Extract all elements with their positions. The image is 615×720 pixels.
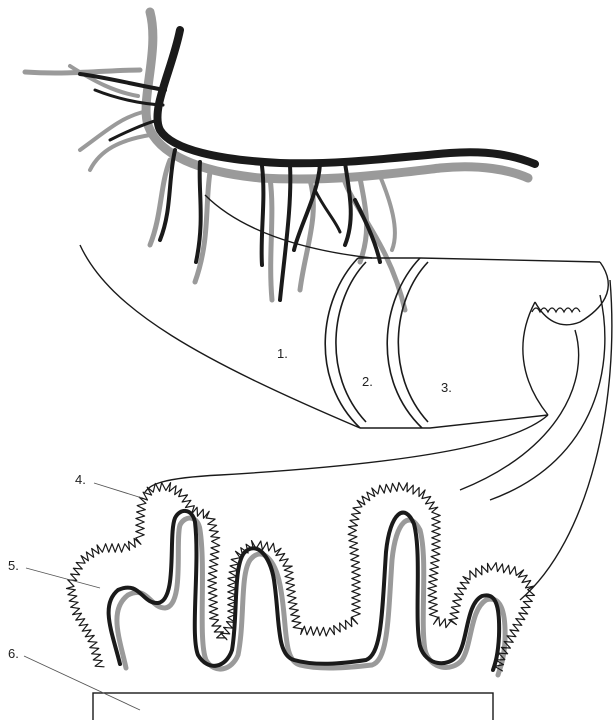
label-1: 1. [277, 346, 288, 361]
label-4: 4. [75, 472, 86, 487]
zoom-line [460, 330, 579, 490]
label-2: 2. [362, 374, 373, 389]
zoom-line [145, 415, 548, 492]
mucosa-cross-section [67, 483, 535, 676]
tube-top-edge [358, 258, 600, 262]
mesentery-fan-outline [80, 245, 360, 428]
dark-branch [280, 165, 290, 300]
main-vessel-dark [157, 30, 535, 164]
tube-open-end-inner [523, 302, 548, 415]
label-3: 3. [441, 380, 452, 395]
intestine-tube [80, 195, 612, 600]
dark-branch [262, 166, 264, 265]
gray-branch [380, 176, 395, 250]
gray-branch [195, 172, 210, 282]
label-6: 6. [8, 646, 19, 661]
leader-line-5 [26, 568, 100, 588]
layer-ring-serosa [325, 258, 366, 428]
dark-branch [315, 190, 340, 232]
dark-branch [196, 162, 201, 262]
fold-line-gray [117, 518, 505, 675]
zoom-line [520, 280, 612, 600]
layer-ring-muscularis [387, 258, 428, 428]
gray-branch [270, 178, 272, 300]
tube-bottom-edge [360, 415, 548, 428]
base-block [93, 693, 493, 720]
leader-line-4 [94, 483, 142, 498]
gray-branch [90, 135, 150, 170]
label-5: 5. [8, 558, 19, 573]
tube-open-end-outer [535, 262, 608, 325]
gray-branch [80, 112, 143, 150]
zoom-line [490, 295, 605, 500]
